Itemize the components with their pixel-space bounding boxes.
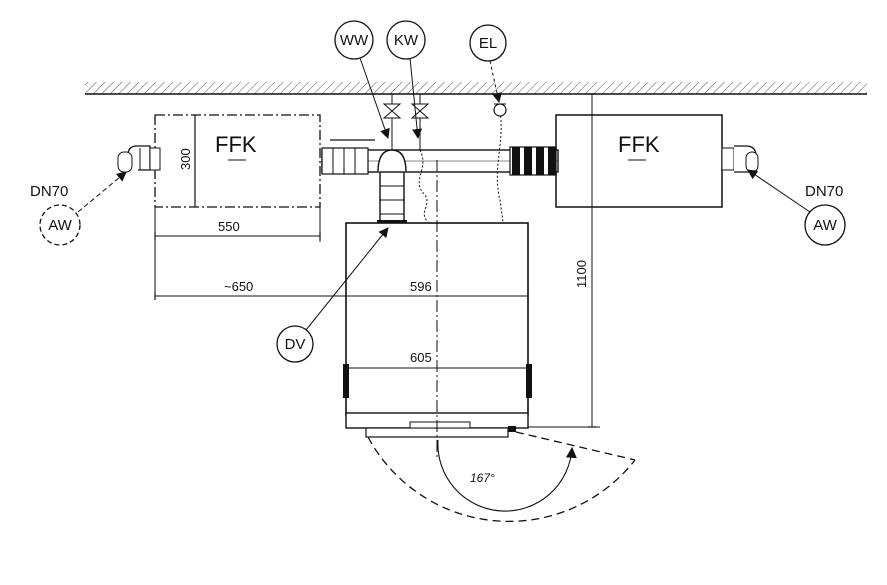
horizontal-pipe <box>321 139 559 176</box>
aw-left-marker <box>39 171 127 246</box>
electrical-socket <box>493 103 507 117</box>
ffk-right-box <box>555 114 723 208</box>
dim-596: 596 <box>410 279 432 294</box>
dim-line-550 <box>154 207 321 298</box>
dim-1100: 1100 <box>574 260 589 288</box>
dn-right-label: DN70 <box>805 183 843 200</box>
dim-line-1100 <box>528 93 600 428</box>
dim-650: ~650 <box>224 279 253 294</box>
aw-right-marker <box>747 169 846 246</box>
aw-right-label: AW <box>813 217 837 234</box>
el-marker <box>469 24 507 103</box>
vertical-pipe <box>377 149 407 226</box>
dim-605: 605 <box>410 350 432 365</box>
aw-left-label: AW <box>48 217 72 234</box>
exhaust-left <box>117 145 161 173</box>
dim-300: 300 <box>178 148 193 170</box>
ww-marker <box>334 20 390 139</box>
exhaust-right <box>721 145 759 173</box>
ffk-right-label: FFK <box>618 132 660 157</box>
el-label: EL <box>479 35 497 52</box>
dim-550: 550 <box>218 219 240 234</box>
ffk-left-label: FFK <box>215 132 257 157</box>
dn-left-label: DN70 <box>30 183 68 200</box>
kw-marker <box>386 20 426 139</box>
dv-label: DV <box>285 336 306 353</box>
wall <box>85 82 867 95</box>
ww-label: WW <box>340 32 369 49</box>
dim-angle: 167° <box>470 471 495 485</box>
door-swing <box>367 431 636 523</box>
dv-marker <box>276 227 389 363</box>
kw-label: KW <box>394 32 419 49</box>
valve-ww <box>382 94 402 150</box>
